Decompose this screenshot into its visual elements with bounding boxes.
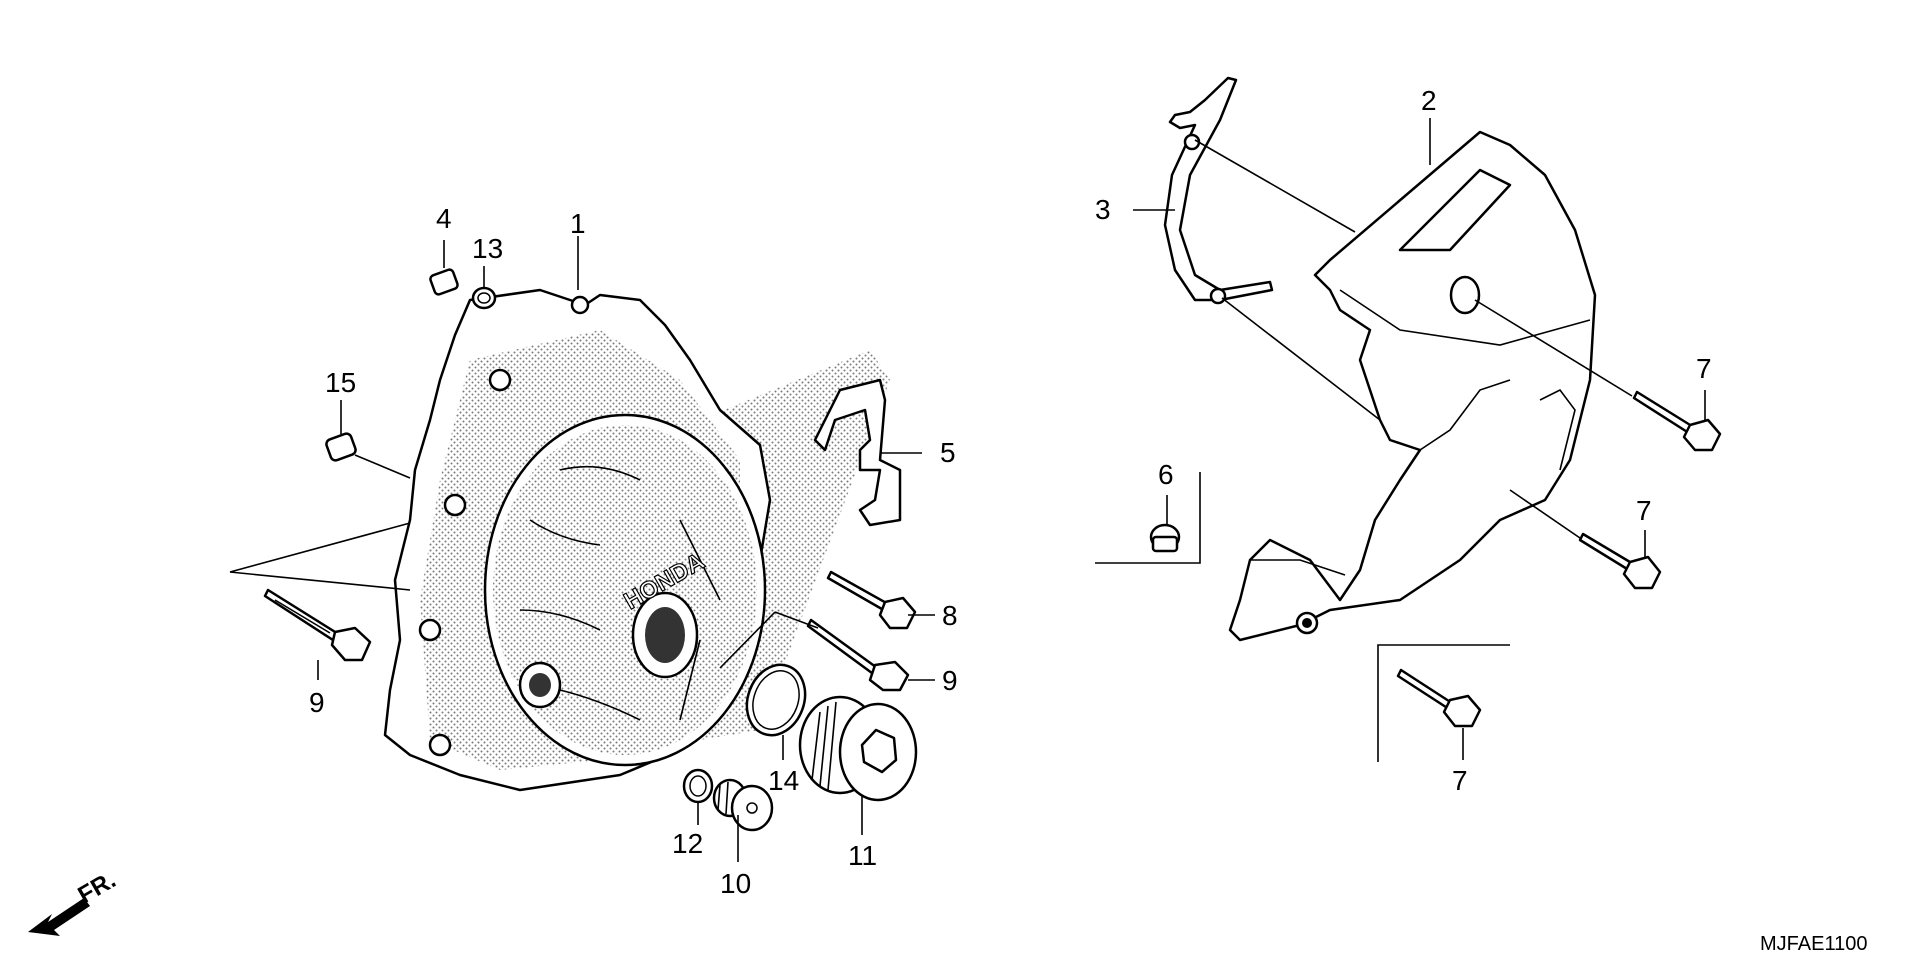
plug-part-11: [798, 695, 918, 802]
bolt-part-8: [826, 570, 917, 630]
cover-dome-dots: [493, 425, 757, 755]
cover-boss: [443, 493, 467, 517]
label-part-12: 12: [672, 828, 703, 859]
cover-hub-inner: [645, 607, 685, 663]
cover-fin: [529, 519, 601, 546]
leader-lines-left: [229, 236, 935, 862]
grommet-part-6: [1149, 523, 1181, 553]
label-part-1: 1: [570, 208, 586, 239]
cover-shroud-assembly: [1095, 76, 1722, 762]
label-part-15: 15: [325, 367, 356, 398]
bolt-part-9-right: [806, 618, 910, 692]
label-part-10: 10: [720, 868, 751, 899]
cover-fin: [559, 465, 641, 481]
label-part-9-left: 9: [309, 687, 325, 718]
leader-line: [1194, 139, 1356, 233]
plug-bolt-part-10: [712, 778, 774, 832]
shroud-slot: [1398, 168, 1512, 252]
bolt-part-7-middle: [1578, 532, 1662, 590]
label-part-2: 2: [1421, 85, 1437, 116]
diagram-code: MJFAE1100: [1760, 933, 1867, 955]
shroud-fold: [1339, 289, 1591, 346]
leader-line: [1509, 489, 1581, 539]
label-part-7-middle: 7: [1636, 495, 1652, 526]
front-direction-indicator: FR.: [28, 866, 120, 936]
shroud-ridge: [1539, 388, 1576, 471]
cover-port-inner: [529, 673, 551, 697]
bolt-part-7-lower: [1396, 668, 1482, 728]
cover-boss: [418, 618, 442, 642]
o-ring-part-13-inner: [477, 292, 491, 304]
shroud-part-2: [1228, 130, 1597, 642]
o-ring-part-14-inner: [752, 670, 800, 730]
cover-fin: [559, 689, 641, 721]
label-part-9-right: 9: [942, 665, 958, 696]
generator-cover-assembly: HONDA: [383, 288, 890, 792]
label-part-7-lower: 7: [1452, 765, 1468, 796]
seal-part-3: [1163, 76, 1274, 302]
front-arrow-icon: [28, 898, 90, 936]
cover-boss: [570, 295, 590, 315]
dowel-part-15: [325, 432, 357, 462]
cover-fin: [519, 609, 601, 631]
reference-bracket-7: [1377, 644, 1510, 762]
bolt-part-9-left: [263, 588, 372, 662]
shroud-fold: [1419, 379, 1511, 451]
reference-bracket-6: [1095, 472, 1201, 564]
label-part-3: 3: [1095, 194, 1111, 225]
shroud-mount-inner: [1302, 618, 1312, 628]
label-part-7-upper: 7: [1696, 353, 1712, 384]
label-part-5: 5: [940, 437, 956, 468]
leader-line: [1474, 299, 1633, 397]
label-part-8: 8: [942, 600, 958, 631]
shroud-hole: [1449, 275, 1481, 315]
bracket-part-5: [813, 378, 902, 527]
leader-line: [1221, 297, 1381, 421]
cover-boss: [488, 368, 512, 392]
label-part-6: 6: [1158, 459, 1174, 490]
label-part-13: 13: [472, 233, 503, 264]
collar-part-4: [429, 268, 459, 296]
cover-fin: [679, 519, 721, 601]
bolt-part-7-upper: [1632, 390, 1722, 452]
part-labels: 1 4 13 15 9 5 8 9 14 12 10 11 2 3 6 7 7 …: [309, 85, 1712, 899]
shroud-fold: [1250, 559, 1346, 576]
cover-fin: [679, 639, 701, 721]
label-part-14: 14: [768, 765, 799, 796]
label-part-4: 4: [436, 203, 452, 234]
washer-part-12-inner: [689, 775, 707, 797]
label-part-11: 11: [848, 840, 877, 871]
cover-boss: [428, 733, 452, 757]
